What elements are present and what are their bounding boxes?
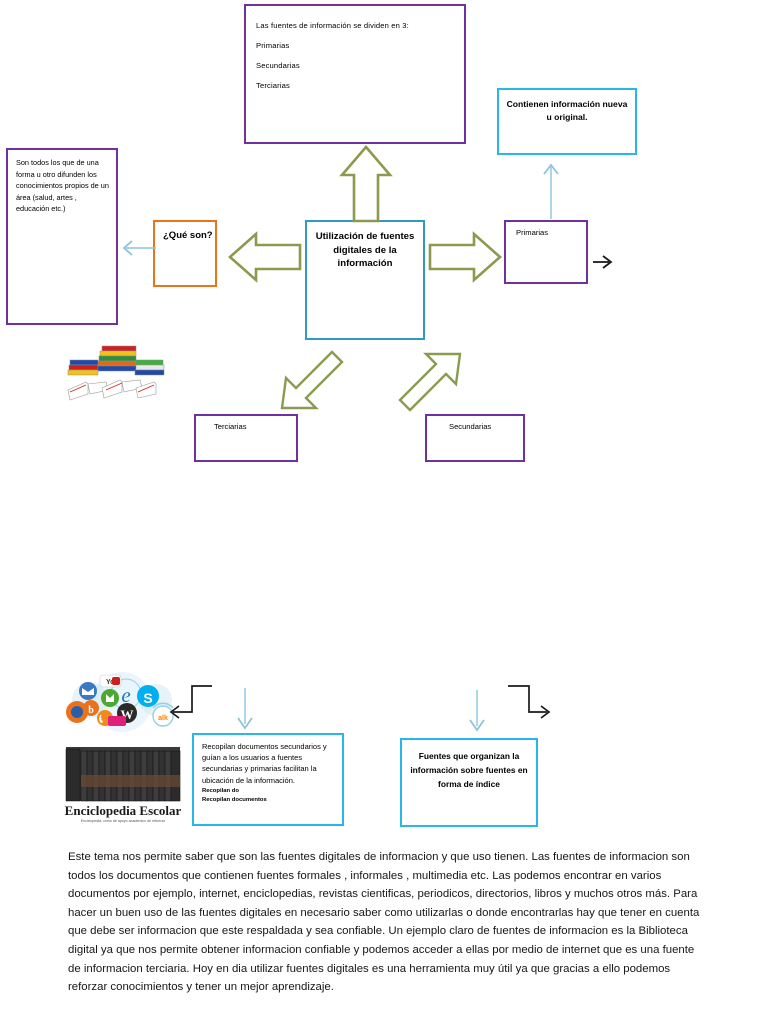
svg-text:e: e xyxy=(121,683,130,707)
encyclopedia-title: Enciclopedia Escolar xyxy=(65,803,182,818)
box-primarias: Primarias xyxy=(504,220,588,284)
box-terciarias: Terciarias xyxy=(194,414,298,462)
box-recopilan-text: Recopilan documentos secundarios y guían… xyxy=(202,742,327,785)
block-arrow-up-right-icon xyxy=(396,348,466,416)
box-central-text: Utilización de fuentes digitales de la i… xyxy=(315,231,415,269)
box-primarias-text: Primarias xyxy=(516,228,549,237)
box-contienen-text: Contienen información nueva u original. xyxy=(506,99,628,122)
encyclopedia-image: Enciclopedia Escolar Enciclopedia, curso… xyxy=(62,745,184,825)
box-que-son: ¿Qué son? xyxy=(153,220,217,287)
box-terciarias-text: Terciarias xyxy=(214,422,247,431)
elbow-connector-left-icon xyxy=(165,684,215,728)
box-son-todos: Son todos los que de una forma u otro di… xyxy=(6,148,118,325)
box-fuentes-organizan: Fuentes que organizan la información sob… xyxy=(400,738,538,827)
svg-text:S: S xyxy=(143,690,152,706)
box-central-topic: Utilización de fuentes digitales de la i… xyxy=(305,220,425,340)
box-recopilan-subline-1: Recopilan do xyxy=(202,787,239,794)
internet-icons-image: e You S b W xyxy=(60,672,184,734)
box-son-todos-text: Son todos los que de una forma u otro di… xyxy=(16,158,109,214)
box-recopilan-subline-2: Recopilan documentos xyxy=(202,797,267,804)
box-que-son-text: ¿Qué son? xyxy=(163,230,213,241)
thin-arrow-down-right-icon xyxy=(467,690,487,736)
block-arrow-right-icon xyxy=(428,231,502,283)
box-fuentes-divididas: Las fuentes de información se dividen en… xyxy=(244,4,466,144)
small-right-arrow-icon xyxy=(592,253,614,271)
svg-text:alk: alk xyxy=(158,715,168,722)
block-arrow-left-icon xyxy=(228,231,302,283)
svg-text:b: b xyxy=(88,705,94,716)
box-secundarias-text: Secundarias xyxy=(449,422,492,431)
thin-arrow-down-left-icon xyxy=(235,688,255,734)
encyclopedia-subtitle: Enciclopedia, curso de apoyo academico d… xyxy=(81,819,166,823)
box-recopilan-documentos: Recopilan documentos secundarios y guían… xyxy=(192,733,344,826)
summary-paragraph: Este tema nos permite saber que son las … xyxy=(68,851,700,994)
box-fuentes-text: Las fuentes de información se dividen en… xyxy=(256,21,409,90)
block-arrow-down-left-icon xyxy=(276,348,346,416)
box-secundarias: Secundarias xyxy=(425,414,525,462)
block-arrow-up-icon xyxy=(339,145,393,223)
books-stack-image xyxy=(62,338,170,406)
thin-arrow-up-icon xyxy=(540,157,562,221)
elbow-connector-right-icon xyxy=(505,684,555,728)
thin-arrow-left-icon xyxy=(118,238,158,258)
box-contienen-informacion: Contienen información nueva u original. xyxy=(497,88,637,155)
box-organizan-text: Fuentes que organizan la información sob… xyxy=(410,751,528,789)
